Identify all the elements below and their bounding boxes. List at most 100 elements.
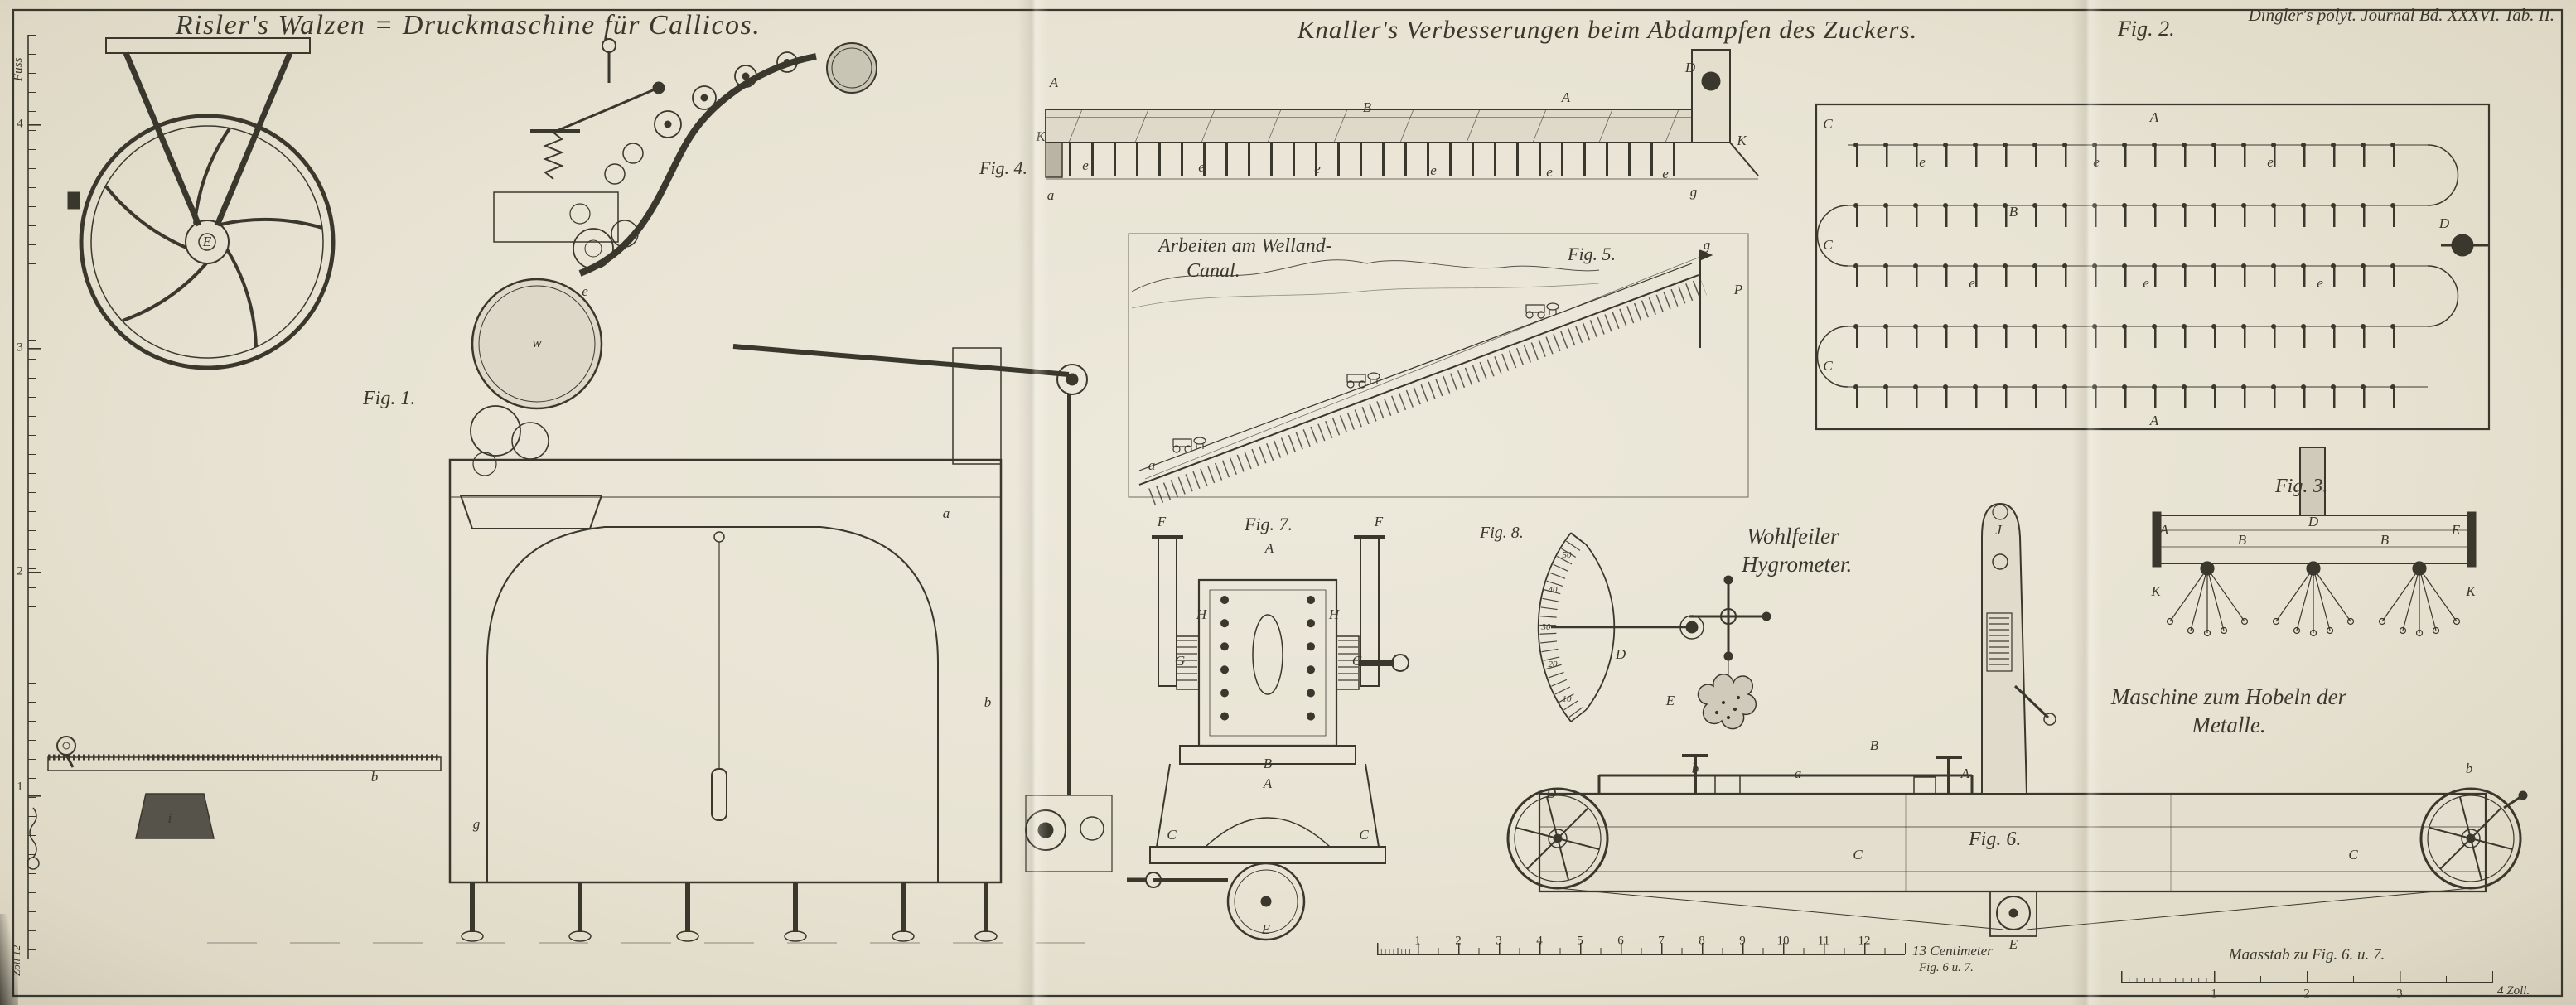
figure-letter: K (2151, 583, 2161, 599)
figure-letter: e (1314, 161, 1321, 176)
figure-letter: e (1430, 162, 1437, 178)
hobeln-title-line2: Metalle. (2192, 713, 2266, 737)
figure-letter: b (370, 769, 379, 785)
figure-letter: e (2093, 154, 2100, 170)
figure-letter: D (1684, 60, 1696, 75)
figure-letter: B (1362, 99, 1372, 115)
figure-letter: 4 (17, 117, 23, 131)
figure-letter: C (2348, 847, 2358, 862)
figure-letter: G (1174, 653, 1186, 669)
centimeter-ruler (1377, 949, 1906, 954)
left-zoll-scale-label: Zoll 12 (10, 945, 22, 976)
figure-letter: 5 (1577, 934, 1583, 948)
figure-letter: C (1823, 237, 1833, 253)
figure-letter: a (1794, 766, 1802, 781)
fig5-landscape-drawing (1129, 234, 1748, 497)
fig2-label: Fig. 2. (2118, 17, 2175, 41)
figure-letter: E (2451, 522, 2461, 538)
figure-letter: H (1196, 606, 1207, 622)
hygrometer-title-line1: Wohlfeiler (1747, 524, 1839, 548)
figure-letter: 4 (1536, 934, 1543, 948)
figure-letter: F (1157, 514, 1167, 529)
title-knaller: Knaller's Verbesserungen beim Abdampfen … (1297, 15, 1918, 44)
figure-letter: K (2466, 583, 2476, 599)
fig3-distributor-drawing (2153, 447, 2476, 636)
figure-letter: 12 (1858, 934, 1871, 948)
figure-letter: D (1545, 785, 1557, 801)
figure-letter: e (1198, 159, 1205, 175)
fig1-flywheel-drawing (68, 38, 333, 368)
figure-letter: e (1969, 275, 1975, 291)
plate-border (13, 10, 2562, 996)
fig5-label: Fig. 5. (1568, 244, 1617, 264)
figure-letter: b (2465, 761, 2473, 776)
figure-letter: G (1351, 653, 1363, 669)
figure-letter: 2 (2303, 987, 2310, 1001)
figure-letter: B (1263, 756, 1273, 771)
figure-letter: e (1662, 166, 1669, 181)
figure-letter: 8 (1699, 934, 1705, 948)
figure-letter: C (1167, 827, 1177, 843)
figure-letter: 10 (1562, 694, 1572, 704)
figure-letter: 2 (17, 564, 23, 578)
figure-letter: C (1823, 358, 1833, 374)
figure-letter: g (1703, 237, 1711, 253)
figure-letter: B (2237, 532, 2247, 548)
zoll-ruler (2121, 977, 2493, 983)
fig4-trough-drawing (1046, 50, 1758, 179)
figure-letter: w (532, 335, 542, 350)
figure-letter: 50 (1562, 550, 1572, 560)
figure-letter: C (1359, 827, 1369, 843)
fig2-evaporator-plan-drawing (1816, 104, 2489, 429)
figure-letter: e (2317, 275, 2323, 291)
zoll-end-label: 4 Zoll. (2497, 984, 2530, 998)
figure-letter: b (1691, 761, 1699, 776)
fig7-label: Fig. 7. (1245, 514, 1293, 534)
figure-letter: g (1689, 184, 1698, 200)
figure-letter: a (1046, 187, 1055, 203)
fuss-scale-label: Fuss (12, 57, 25, 81)
figure-letter: F (1374, 514, 1384, 529)
figure-letter: J (1995, 522, 2002, 538)
figure-letter: C (1823, 116, 1833, 132)
figure-letter: 9 (1739, 934, 1746, 948)
figure-letter: A (1264, 540, 1274, 556)
figure-letter: 30 (1541, 622, 1551, 632)
figure-letter: e (2143, 275, 2149, 291)
figure-letter: 10 (1776, 934, 1790, 948)
welland-title-line2: Canal. (1187, 260, 1240, 282)
fig7-press-section-drawing (1127, 537, 1409, 940)
title-risler: Risler's Walzen = Druckmaschine für Call… (175, 10, 761, 41)
figure-letter: 3 (17, 341, 23, 355)
figure-letter: P (1733, 282, 1743, 297)
figure-letter: B (2008, 204, 2018, 220)
fig4-label: Fig. 4. (979, 157, 1028, 178)
figure-letter: 3 (2396, 987, 2403, 1001)
figure-letter: 3 (1496, 934, 1502, 948)
figure-letter: 6 (1617, 934, 1624, 948)
figure-letter: A (2149, 109, 2159, 125)
figure-letter: K (1036, 128, 1046, 144)
figure-letter: D (1615, 646, 1626, 662)
figure-letter: i (167, 810, 172, 826)
figure-letter: A (1263, 775, 1273, 791)
figure-letter: 1 (17, 780, 23, 794)
hygrometer-title-line2: Hygrometer. (1742, 552, 1853, 577)
figure-letter: D (2438, 215, 2450, 231)
figure-letter: e (1546, 164, 1553, 180)
figure-letter: E (2008, 936, 2018, 952)
figure-letter: B (2380, 532, 2390, 548)
fig1-label: Fig. 1. (363, 388, 416, 409)
figure-letter: e (1919, 154, 1926, 170)
figure-letter: a (1148, 457, 1156, 473)
figure-letter: 7 (1658, 934, 1665, 948)
figure-letter: H (1328, 606, 1340, 622)
fig8-label: Fig. 8. (1480, 524, 1524, 542)
fig1-press-drawing (27, 39, 1112, 943)
centimeter-scale-label: 13 Centimeter (1912, 943, 1993, 959)
fig8-hygrometer-drawing (1539, 533, 1771, 729)
figure-letter: 2 (1455, 934, 1462, 948)
centimeter-scale-sublabel: Fig. 6 u. 7. (1919, 961, 1974, 974)
